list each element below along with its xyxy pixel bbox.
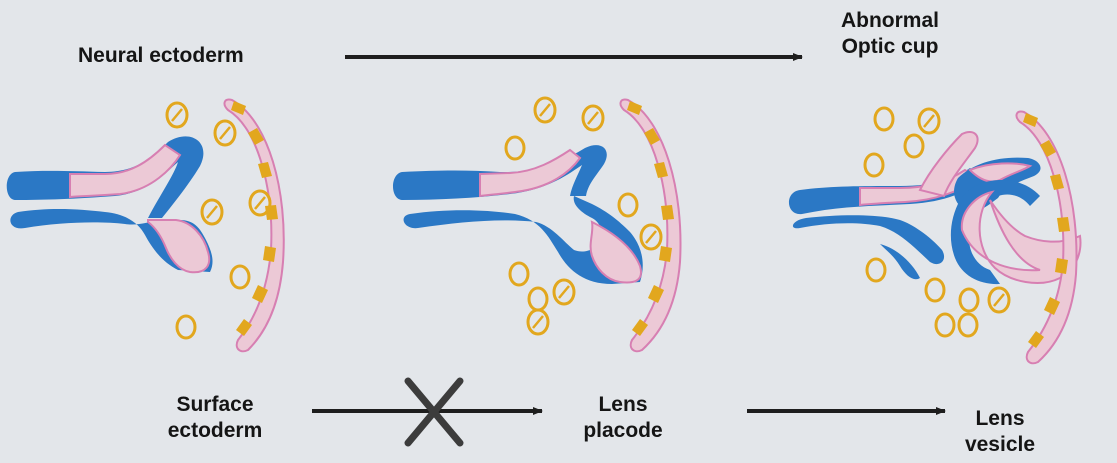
abnormal-optic-cup-label: Abnormal Optic cup: [790, 8, 990, 60]
lens-vesicle-line-2: vesicle: [930, 432, 1070, 458]
abnormal-line-1: Abnormal: [790, 8, 990, 34]
lens-placode-line-2: placode: [548, 418, 698, 444]
surface-line-2: ectoderm: [130, 418, 300, 444]
lens-vesicle-label: Lens vesicle: [930, 406, 1070, 458]
panel-2-lens-placode: [393, 98, 681, 351]
lens-placode-label: Lens placode: [548, 392, 698, 444]
lens-placode-line-1: Lens: [548, 392, 698, 418]
lens-vesicle-line-1: Lens: [930, 406, 1070, 432]
panel-1-optic-vesicle: [7, 100, 284, 352]
surface-ectoderm-label: Surface ectoderm: [130, 392, 300, 444]
neural-ectoderm-label: Neural ectoderm: [78, 43, 244, 69]
abnormal-line-2: Optic cup: [790, 34, 990, 60]
panel-3-abnormal-optic-cup: [789, 108, 1081, 363]
surface-line-1: Surface: [130, 392, 300, 418]
